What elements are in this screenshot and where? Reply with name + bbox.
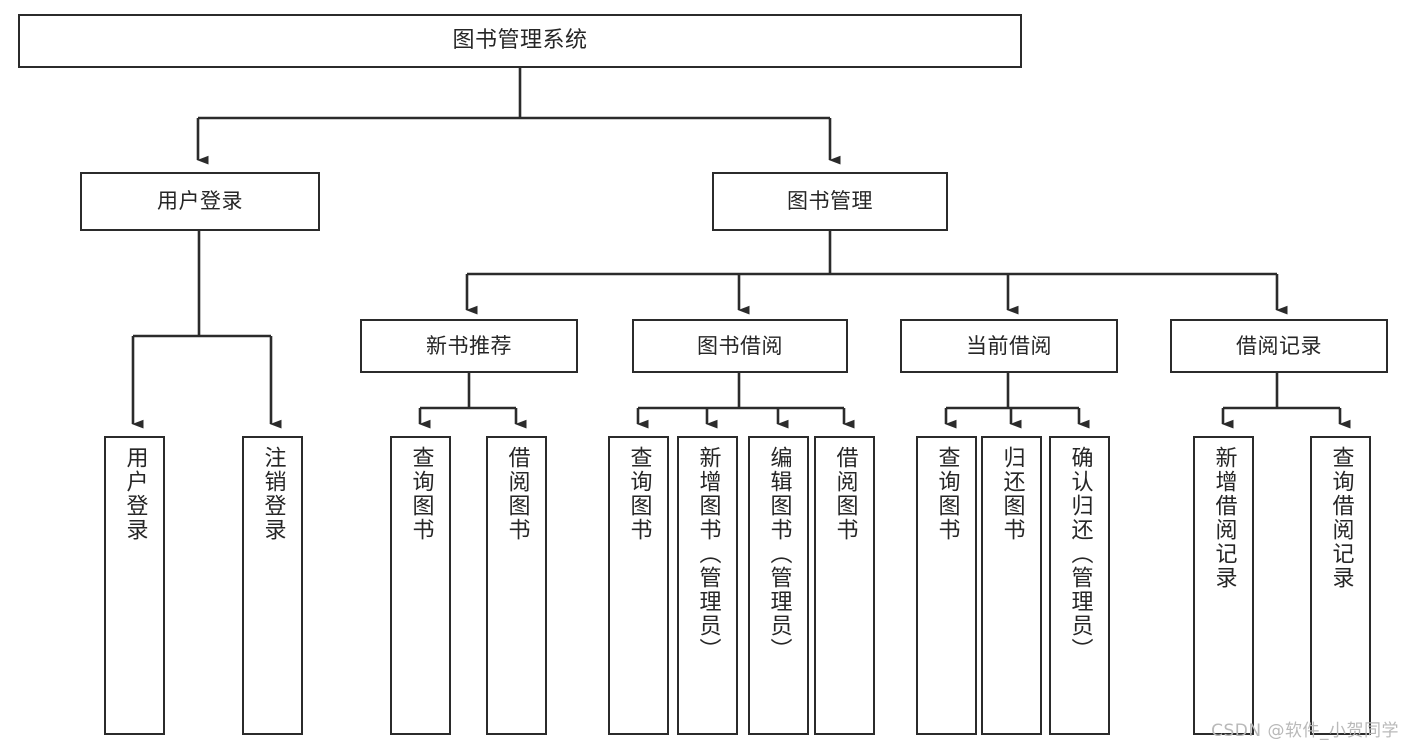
- node-current-borrow[interactable]: 当前借阅: [900, 319, 1118, 373]
- leaf-borrow-record-query-record[interactable]: 查询借阅记录: [1310, 436, 1371, 735]
- node-label: 用户登录: [157, 189, 243, 214]
- node-label: 借阅图书: [832, 446, 858, 542]
- node-label: 当前借阅: [966, 333, 1052, 358]
- node-borrow-record[interactable]: 借阅记录: [1170, 319, 1388, 373]
- node-label: 借阅图书: [504, 446, 530, 542]
- leaf-current-borrow-confirm-return-admin[interactable]: 确认归还（管理员）: [1049, 436, 1110, 735]
- node-label: 图书管理系统: [452, 28, 588, 54]
- node-label: 新书推荐: [426, 333, 512, 358]
- csdn-watermark: CSDN @软件_小贺同学: [1211, 721, 1399, 741]
- node-label: 借阅记录: [1236, 333, 1322, 358]
- leaf-new-book-borrow-book[interactable]: 借阅图书: [486, 436, 547, 735]
- node-user-login[interactable]: 用户登录: [80, 172, 320, 231]
- node-label: 确认归还（管理员）: [1067, 446, 1093, 662]
- leaf-book-borrow-add-book-admin[interactable]: 新增图书（管理员）: [677, 436, 738, 735]
- node-label: 查询借阅记录: [1328, 446, 1354, 590]
- node-book-borrow[interactable]: 图书借阅: [632, 319, 848, 373]
- leaf-book-borrow-borrow-book[interactable]: 借阅图书: [814, 436, 875, 735]
- node-label: 图书借阅: [697, 333, 783, 358]
- node-label: 查询图书: [626, 446, 652, 542]
- leaf-current-borrow-return-book[interactable]: 归还图书: [981, 436, 1042, 735]
- node-label: 新增借阅记录: [1211, 446, 1237, 590]
- leaf-user-login-login[interactable]: 用户登录: [104, 436, 165, 735]
- leaf-book-borrow-query-book[interactable]: 查询图书: [608, 436, 669, 735]
- node-label: 新增图书（管理员）: [695, 446, 721, 662]
- node-new-book-recommend[interactable]: 新书推荐: [360, 319, 578, 373]
- node-label: 注销登录: [260, 446, 286, 542]
- node-label: 用户登录: [122, 446, 148, 542]
- node-label: 查询图书: [408, 446, 434, 542]
- leaf-new-book-query-book[interactable]: 查询图书: [390, 436, 451, 735]
- leaf-current-borrow-query-book[interactable]: 查询图书: [916, 436, 977, 735]
- leaf-borrow-record-add-record[interactable]: 新增借阅记录: [1193, 436, 1254, 735]
- node-label: 查询图书: [934, 446, 960, 542]
- node-label: 编辑图书（管理员）: [766, 446, 792, 662]
- node-book-management[interactable]: 图书管理: [712, 172, 948, 231]
- leaf-user-login-logout[interactable]: 注销登录: [242, 436, 303, 735]
- node-label: 归还图书: [999, 446, 1025, 542]
- node-root-book-management-system[interactable]: 图书管理系统: [18, 14, 1022, 68]
- leaf-book-borrow-edit-book-admin[interactable]: 编辑图书（管理员）: [748, 436, 809, 735]
- node-label: 图书管理: [787, 189, 873, 214]
